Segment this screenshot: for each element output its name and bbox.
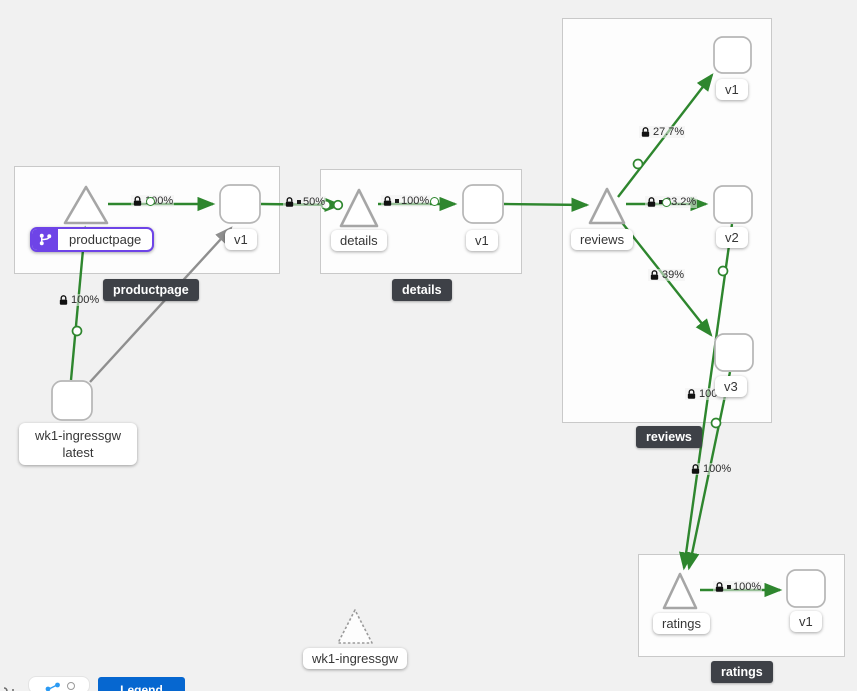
- node-label-text: v1: [475, 233, 489, 248]
- traffic-circle-icon: [632, 158, 644, 170]
- node-ratings-v1[interactable]: [786, 569, 826, 608]
- node-label-text: wk1-ingressgw: [35, 428, 121, 443]
- toolbar-zoom-fragment[interactable]: [2, 682, 26, 691]
- node-label-details-v1[interactable]: v1: [466, 230, 498, 251]
- edge-label-reviews-v2: 33.2%: [645, 196, 698, 208]
- node-label-text: latest: [62, 445, 94, 460]
- node-label-text: v1: [234, 232, 248, 247]
- traffic-circle-icon: [332, 199, 344, 211]
- node-ingress-service-idle[interactable]: [337, 609, 373, 644]
- zoom-controls-icon: [3, 687, 14, 691]
- node-label-ratings-v1[interactable]: v1: [790, 611, 822, 632]
- traffic-circle-icon: [717, 265, 729, 277]
- traffic-circle-icon: [71, 325, 83, 337]
- node-label-text: reviews: [580, 232, 625, 247]
- edge-label-ingress-productpage: 100%: [57, 294, 101, 306]
- edge-label-v1-details: 50%: [283, 196, 327, 208]
- node-label-details[interactable]: details: [331, 230, 387, 251]
- edge-label-ratings-v1: 100%: [713, 581, 763, 593]
- group-badge-text: reviews: [646, 430, 692, 444]
- traffic-circle-icon: [146, 197, 155, 206]
- legend-button-label: Legend: [120, 683, 163, 691]
- circle-option-icon: [66, 682, 75, 690]
- node-label-reviews[interactable]: reviews: [571, 229, 634, 250]
- edge-traffic-percentage: 50%: [303, 196, 326, 208]
- node-productpage-v1[interactable]: [219, 184, 261, 224]
- group-badge-reviews[interactable]: reviews: [636, 426, 702, 448]
- node-details-service[interactable]: [339, 188, 379, 228]
- edge-traffic-percentage: 39%: [662, 269, 685, 281]
- traffic-square-icon: [727, 585, 731, 589]
- edge-traffic-percentage: 27.7%: [653, 126, 685, 138]
- lock-icon: [650, 269, 659, 280]
- node-label-text: wk1-ingressgw: [312, 651, 398, 666]
- node-reviews-service[interactable]: [588, 187, 626, 225]
- lock-icon: [383, 195, 392, 206]
- node-label-reviews-v1[interactable]: v1: [716, 79, 748, 100]
- edge-traffic-percentage: 100%: [71, 294, 100, 306]
- node-label-ingress-workload[interactable]: wk1-ingressgw latest: [19, 423, 137, 465]
- legend-button[interactable]: Legend: [98, 677, 185, 691]
- node-ingress-workload[interactable]: [51, 380, 93, 421]
- lock-icon: [647, 196, 656, 207]
- edge-label-reviews-v1: 27.7%: [639, 126, 686, 138]
- node-details-v1[interactable]: [462, 184, 504, 224]
- group-badge-productpage[interactable]: productpage: [103, 279, 199, 301]
- node-ratings-service[interactable]: [662, 572, 698, 610]
- node-label-text: v1: [799, 614, 813, 629]
- group-badge-text: ratings: [721, 665, 763, 679]
- traffic-square-icon: [395, 199, 399, 203]
- node-reviews-v1[interactable]: [713, 36, 752, 74]
- group-badge-details[interactable]: details: [392, 279, 452, 301]
- edge-details-v1-to-reviews[interactable]: [503, 197, 590, 213]
- edge-label-v3-ratings: 100%: [689, 463, 733, 475]
- edge-traffic-percentage: 100%: [401, 195, 430, 207]
- node-label-reviews-v2[interactable]: v2: [716, 227, 748, 248]
- traffic-square-icon: [297, 200, 301, 204]
- lock-icon: [59, 294, 68, 305]
- traffic-circle-icon: [710, 417, 722, 429]
- node-label-text: v3: [724, 379, 738, 394]
- lock-icon: [691, 463, 700, 474]
- node-label-text: ratings: [662, 616, 702, 631]
- node-label-ingress-service[interactable]: wk1-ingressgw: [303, 648, 407, 669]
- group-badge-text: details: [402, 283, 442, 297]
- lock-icon: [687, 388, 696, 399]
- node-reviews-v3[interactable]: [714, 333, 754, 372]
- code-branch-icon: [32, 229, 58, 250]
- lock-icon: [133, 195, 142, 206]
- node-reviews-v2[interactable]: [713, 185, 753, 224]
- group-badge-ratings[interactable]: ratings: [711, 661, 773, 683]
- graph-display-card[interactable]: [28, 676, 90, 691]
- node-productpage-service[interactable]: [63, 185, 109, 225]
- node-label-text: v1: [725, 82, 739, 97]
- group-badge-text: productpage: [113, 283, 189, 297]
- node-label-text: details: [340, 233, 378, 248]
- edge-ingress-to-productpage-v1[interactable]: [89, 226, 233, 383]
- traffic-circle-icon: [430, 197, 439, 206]
- lock-icon: [715, 581, 724, 592]
- node-label-productpage[interactable]: productpage: [30, 227, 155, 252]
- traffic-circle-icon: [662, 198, 671, 207]
- node-label-text: v2: [725, 230, 739, 245]
- node-label-productpage-v1[interactable]: v1: [225, 229, 257, 250]
- lock-icon: [641, 126, 650, 137]
- lock-icon: [285, 196, 294, 207]
- node-label-text: productpage: [69, 232, 142, 247]
- edge-traffic-percentage: 100%: [733, 581, 762, 593]
- mini-graph-icon: [45, 682, 60, 691]
- edge-traffic-percentage: 100%: [703, 463, 732, 475]
- traffic-square-icon: [659, 200, 663, 204]
- edge-label-reviews-v3: 39%: [648, 269, 686, 281]
- node-label-ratings[interactable]: ratings: [653, 613, 711, 634]
- edge-label-details-v1: 100%: [381, 195, 431, 207]
- node-label-reviews-v3[interactable]: v3: [715, 376, 747, 397]
- edge-traffic-percentage: 33.2%: [665, 196, 697, 208]
